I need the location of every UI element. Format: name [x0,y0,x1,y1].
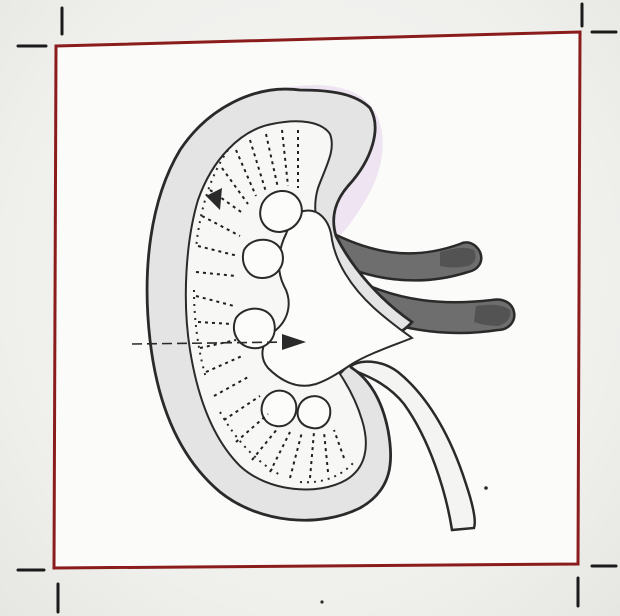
renal-vein-shade [474,305,510,326]
papilla-upper [260,191,302,232]
papilla-lower-2 [298,396,331,428]
stray-mark [320,600,323,603]
stray-mark [484,486,488,490]
papilla-lower-1 [262,391,297,427]
papilla-upper-mid [243,240,283,278]
renal-artery-shade [440,248,476,268]
